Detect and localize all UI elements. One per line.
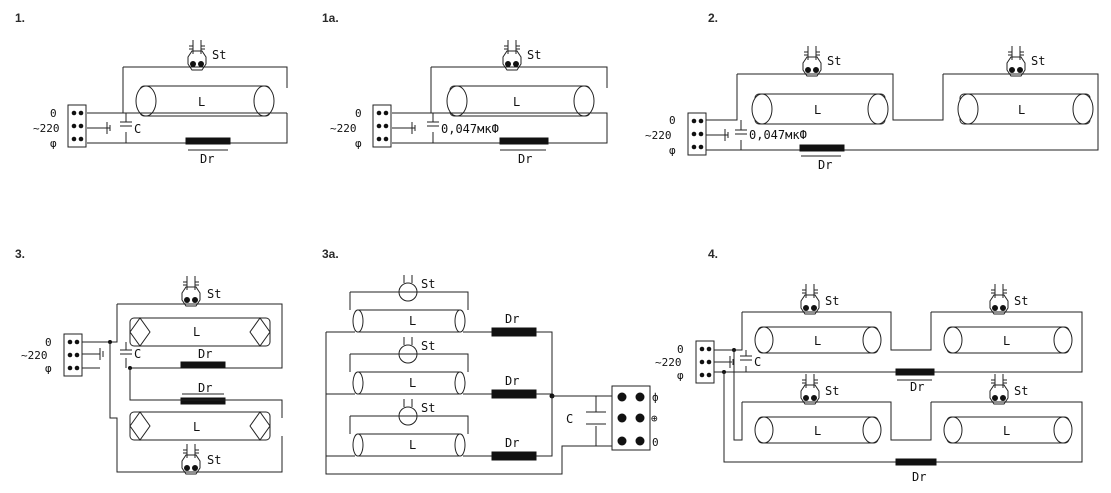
panel-1a: 1a. St L 0,047мкФ Dr 0 ~220 φ	[322, 11, 608, 166]
neutral-label: 0	[669, 114, 676, 127]
starter-label: St	[207, 287, 221, 301]
lamp-label: L	[1018, 103, 1025, 117]
panel-3: 3. St L C Dr Dr L St 0 ~220 φ	[15, 247, 283, 475]
terminal-zero: 0	[652, 436, 659, 449]
lamp-label: L	[198, 95, 205, 109]
panel-1: 1. St L C Dr 0 ~220 φ	[15, 11, 288, 166]
choke-label: Dr	[200, 152, 214, 166]
starter-label: St	[212, 48, 226, 62]
lamp-label: L	[814, 103, 821, 117]
panel-3a: 3a. St L Dr St L Dr St L	[322, 247, 659, 475]
lamp-label: L	[409, 376, 416, 390]
phase-label: φ	[669, 144, 676, 157]
voltage-label: ~220	[21, 349, 48, 362]
starter-label: St	[421, 339, 435, 353]
starter-label: St	[1014, 294, 1028, 308]
choke-label: Dr	[198, 381, 212, 395]
terminal-phase: ф	[652, 391, 659, 404]
starter-label: St	[825, 384, 839, 398]
lamp-label: L	[513, 95, 520, 109]
choke-label: Dr	[505, 436, 519, 450]
voltage-label: ~220	[330, 122, 357, 135]
starter-label: St	[421, 401, 435, 415]
lamp-label: L	[409, 438, 416, 452]
starter-label: St	[1014, 384, 1028, 398]
neutral-label: 0	[677, 343, 684, 356]
lamp-label: L	[814, 334, 821, 348]
panel-label: 3a.	[322, 247, 339, 261]
lamp-label: L	[193, 420, 200, 434]
lamp-label: L	[814, 424, 821, 438]
lamp-label: L	[409, 314, 416, 328]
choke-label: Dr	[910, 380, 924, 394]
panel-label: 3.	[15, 247, 25, 261]
capacitor-label: C	[754, 355, 761, 369]
starter-label: St	[1031, 54, 1045, 68]
phase-label: φ	[50, 137, 57, 150]
choke-label: Dr	[505, 312, 519, 326]
panel-label: 4.	[708, 247, 718, 261]
capacitor-label: C	[566, 412, 573, 426]
terminal-ground: ⊕	[651, 412, 658, 425]
voltage-label: ~220	[655, 356, 682, 369]
starter-label: St	[825, 294, 839, 308]
lamp-label: L	[193, 325, 200, 339]
starter-label: St	[207, 453, 221, 467]
phase-label: φ	[45, 362, 52, 375]
choke-label: Dr	[505, 374, 519, 388]
panel-label: 1.	[15, 11, 25, 25]
capacitor-label: C	[134, 122, 141, 136]
panel-label: 1a.	[322, 11, 339, 25]
choke-label: Dr	[818, 158, 832, 172]
capacitor-value: 0,047мкФ	[441, 122, 499, 136]
starter-label: St	[527, 48, 541, 62]
neutral-label: 0	[50, 107, 57, 120]
starter-label: St	[827, 54, 841, 68]
panel-2: 2. St L St L 0,047мкФ Dr 0 ~220 φ	[645, 11, 1099, 172]
choke-label: Dr	[912, 470, 926, 484]
capacitor-value: 0,047мкФ	[749, 128, 807, 142]
choke-label: Dr	[198, 347, 212, 361]
voltage-label: ~220	[33, 122, 60, 135]
voltage-label: ~220	[645, 129, 672, 142]
lamp-label: L	[1003, 334, 1010, 348]
choke-label: Dr	[518, 152, 532, 166]
capacitor-label: C	[134, 347, 141, 361]
lamp-label: L	[1003, 424, 1010, 438]
starter-label: St	[421, 277, 435, 291]
panel-4: 4. St L St L Dr C St L	[655, 247, 1083, 484]
neutral-label: 0	[45, 336, 52, 349]
panel-label: 2.	[708, 11, 718, 25]
phase-label: φ	[677, 369, 684, 382]
neutral-label: 0	[355, 107, 362, 120]
phase-label: φ	[355, 137, 362, 150]
